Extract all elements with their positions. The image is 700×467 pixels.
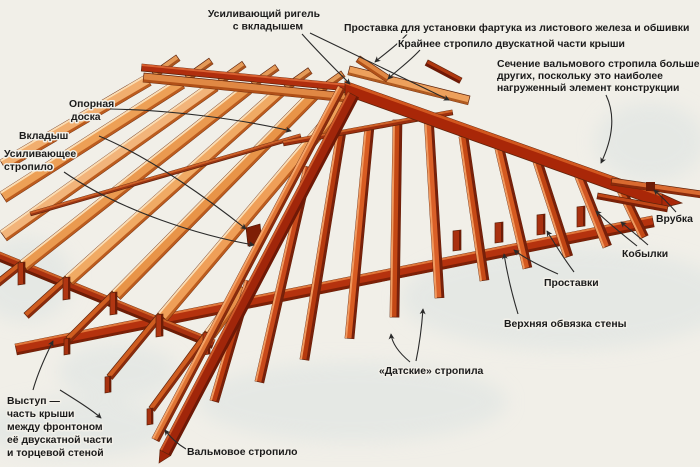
hip-rafters-and-boards [151,55,700,464]
label-wall-top-plate: Верхняя обвязка стены [504,318,627,330]
label-insert: Вкладыш [19,131,68,142]
label-support-board-line2: доска [71,112,101,123]
label-hip-section-line1: Сечение вальмового стропила больше [497,58,700,70]
support-board-leader [109,108,292,133]
apron-spacer-leader [374,32,409,63]
paper-shadow-washes [0,102,700,458]
label-hip-rafter: Вальмовое стропило [187,447,297,458]
label-hip-section-line2: других, поскольку это наиболее [497,70,663,82]
hip-rafter-leader [164,429,187,450]
label-danish-rafters: «Датские» стропила [379,366,484,377]
notch-leader [653,189,677,213]
label-reinforcing-rafter-line2: стропило [4,162,53,173]
wall-plates-layer [0,205,655,356]
label-spacers: Проставки [544,278,599,289]
hip-section-leader [600,94,613,164]
wall-plate-leader [501,253,519,315]
reinforcing-rafter-leader [63,171,255,248]
edge-rafter-leader [387,49,421,80]
label-overhang-line2: часть крыши [7,409,74,420]
ridge-assembly [140,54,349,103]
label-hip-tails: Кобылки [622,248,668,260]
danish-leader-1 [388,333,411,363]
label-overhang-line4: её двускатной части [7,435,113,446]
spacers-leader-2 [546,230,575,273]
label-hip-section-line3: нагруженный элемент конструкции [497,83,679,94]
danish-leader-2 [415,308,426,362]
hip-tails-leader-1 [595,210,638,247]
label-overhang-line5: и торцевой стеной [7,448,104,459]
label-overhang-line1: Выступ — [7,396,60,407]
label-reinforcing-rafter-line1: Усиливающее [4,149,76,160]
label-support-board-line1: Опорная [69,99,114,110]
insert-leader [98,135,247,230]
label-apron-spacer: Проставка для установки фартука из листо… [344,22,689,34]
girder-leader-1 [301,33,351,85]
left-slope-rafters [0,74,355,426]
label-girder-line1: Усиливающий ригель [208,9,320,20]
labels-layer: Усиливающий ригель с вкладышем Проставка… [3,8,700,461]
hip-tails-leader-2 [620,221,649,246]
label-edge-rafter: Крайнее стропило двускатной части крыши [398,39,625,50]
leader-lines [32,32,677,450]
overhang-leader-1 [32,340,54,391]
label-overhang-line3: между фронтоном [7,421,103,433]
label-girder-line2: с вкладышем [233,22,303,33]
overhang-leader-2 [59,389,102,419]
label-notch: Врубка [656,213,693,225]
spacers-leader-1 [513,249,559,275]
girder-leader-2 [309,32,450,101]
